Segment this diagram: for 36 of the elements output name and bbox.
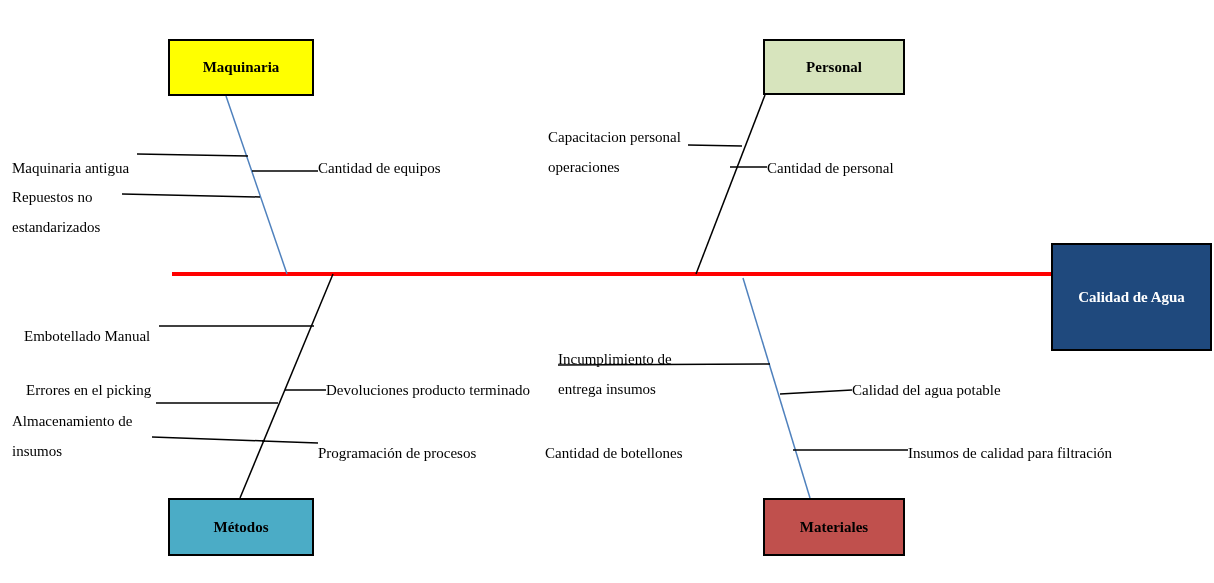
effect-box: Calidad de Agua <box>1051 243 1212 351</box>
category-box: Personal <box>763 39 905 95</box>
leader-line <box>136 153 249 157</box>
bone-line <box>239 273 334 499</box>
category-box: Materiales <box>763 498 905 556</box>
cause-label: Cantidad de equipos <box>318 153 458 183</box>
cause-label: Insumos de calidad para filtración <box>908 438 1123 468</box>
bone-line <box>695 94 766 275</box>
leader-line <box>557 363 771 366</box>
cause-label: Embotellado Manual <box>24 321 159 351</box>
cause-label: Devoluciones producto terminado <box>326 375 541 405</box>
leader-line <box>261 440 319 444</box>
cause-label: Repuestos no estandarizados <box>12 182 122 242</box>
leader-line <box>158 325 315 327</box>
cause-label: Maquinaria antigua <box>12 153 137 183</box>
bone-line <box>742 277 811 499</box>
cause-label: Cantidad de botellones <box>545 438 690 468</box>
category-box: Métodos <box>168 498 314 556</box>
cause-label: Capacitacion personal operaciones <box>548 122 688 182</box>
cause-label: Errores en el picking <box>26 375 156 405</box>
leader-line <box>729 166 768 168</box>
leader-line <box>155 402 279 404</box>
leader-line <box>251 170 319 172</box>
cause-label: Almacenamiento de insumos <box>12 406 152 466</box>
leader-line <box>121 193 261 198</box>
cause-label: Cantidad de personal <box>767 153 907 183</box>
bone-line <box>225 95 288 275</box>
leader-line <box>792 449 909 451</box>
category-box: Maquinaria <box>168 39 314 96</box>
leader-line <box>779 389 853 395</box>
leader-line <box>284 389 327 391</box>
leader-line <box>687 144 743 147</box>
cause-label: Calidad del agua potable <box>852 375 1012 405</box>
cause-label: Programación de procesos <box>318 438 488 468</box>
cause-label: Incumplimiento de entrega insumos <box>558 344 673 404</box>
spine-line <box>172 272 1051 276</box>
